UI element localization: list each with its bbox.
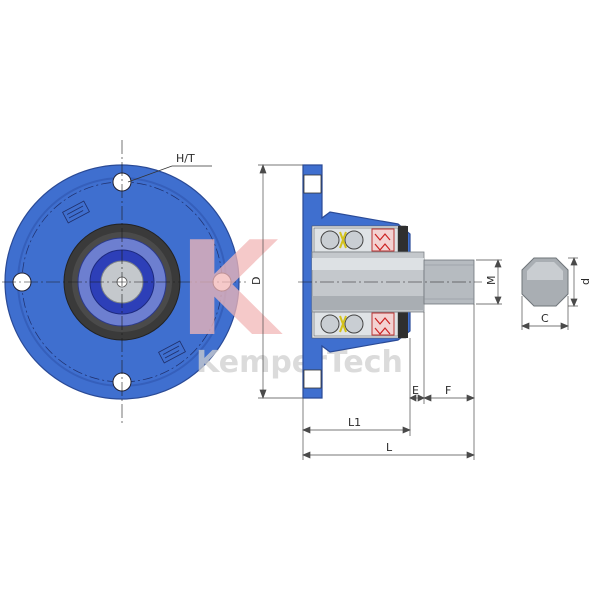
- flange-hole-top: [303, 174, 322, 194]
- ball-upper-2: [344, 230, 364, 250]
- dim-l-arrow-right: [466, 451, 475, 459]
- label-c: C: [541, 312, 549, 325]
- label-m: M: [485, 276, 498, 286]
- dim-l1-arrow-left: [302, 426, 311, 434]
- dim-dsmall-arrow-top: [570, 257, 578, 266]
- ball-upper-1: [320, 230, 340, 250]
- engraved-plate-bottom: [158, 340, 186, 364]
- dim-l-arrow-left: [302, 451, 311, 459]
- cage-upper: [339, 231, 347, 249]
- dimension-labels: D M d C E F L1 L: [250, 276, 592, 455]
- dim-f-arrow-left: [423, 394, 432, 402]
- label-f: F: [445, 384, 451, 397]
- seal-upper-spring: [374, 233, 391, 251]
- label-e: E: [412, 384, 419, 397]
- dim-dsmall-arrow-bottom: [570, 298, 578, 307]
- label-d-big: D: [250, 277, 263, 285]
- dim-c-arrow-left: [521, 322, 530, 330]
- ball-lower-2: [344, 314, 364, 334]
- label-l1: L1: [348, 416, 361, 429]
- label-d-small: d: [579, 278, 592, 285]
- seal-lower-spring: [374, 317, 391, 335]
- end-view: [521, 257, 569, 307]
- seal-upper: [371, 228, 395, 252]
- engraved-plate-top: [62, 200, 90, 224]
- seal-cap-lower: [398, 308, 408, 338]
- front-view: H/T: [2, 140, 246, 424]
- dim-e-arrow-left: [409, 394, 417, 402]
- shaft-octagon-highlight: [527, 262, 563, 280]
- watermark: K KemperTech: [178, 213, 403, 380]
- flange-hole-bottom: [303, 369, 322, 389]
- seal-cap-upper: [398, 226, 408, 256]
- label-l: L: [386, 441, 393, 454]
- dim-e-arrow-right: [417, 394, 425, 402]
- dim-f-arrow-right: [466, 394, 475, 402]
- section-view: [298, 164, 482, 399]
- dim-m-arrow-bottom: [494, 296, 502, 305]
- ht-label: H/T: [176, 152, 195, 165]
- dimensions: [258, 164, 578, 460]
- dim-d-arrow-bottom: [259, 389, 267, 399]
- dim-l1-arrow-right: [402, 426, 411, 434]
- shaft-shade: [312, 296, 424, 310]
- seal-lower: [371, 312, 395, 336]
- watermark-text: KemperTech: [196, 345, 403, 380]
- ht-leader-line: [127, 165, 173, 183]
- cage-lower: [339, 315, 347, 333]
- dim-d-arrow-top: [259, 164, 267, 174]
- watermark-k-letter: K: [178, 213, 283, 365]
- ball-lower-1: [320, 314, 340, 334]
- dim-c-arrow-right: [560, 322, 569, 330]
- shaft-highlight: [312, 258, 424, 270]
- dim-m-arrow-top: [494, 259, 502, 268]
